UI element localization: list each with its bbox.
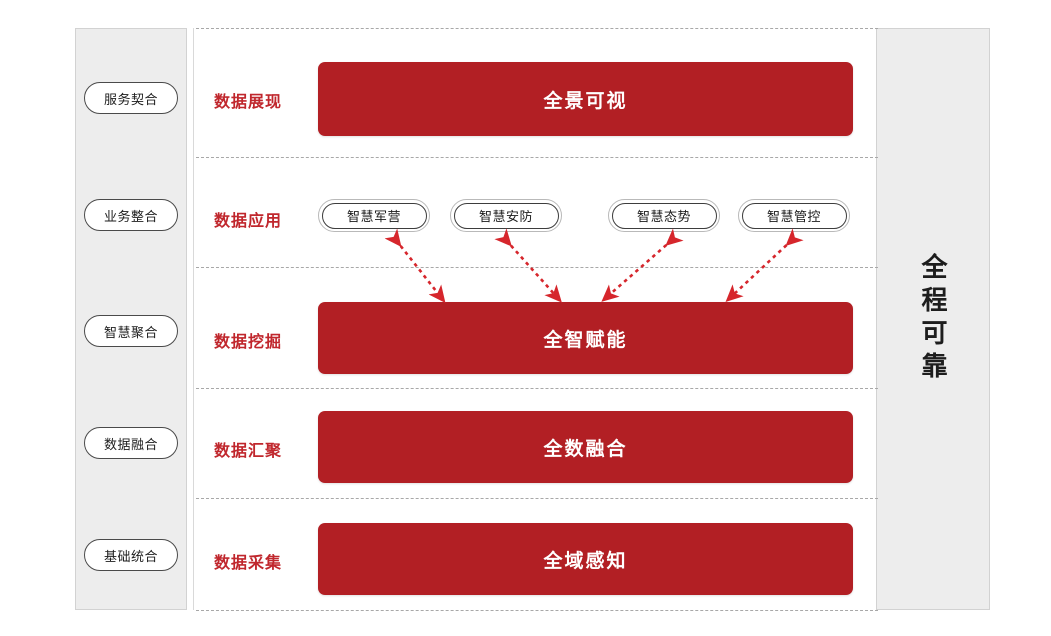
section-separator-0 xyxy=(196,28,878,29)
arrow-link-junying xyxy=(384,228,446,303)
capability-pill-3[interactable]: 数据融合 xyxy=(84,427,178,459)
stage-label-3: 数据汇聚 xyxy=(214,443,283,460)
arrow-link-anfang xyxy=(494,228,562,303)
section-separator-3 xyxy=(196,388,878,389)
red-bar-3[interactable]: 全域感知 xyxy=(318,523,853,595)
reliability-slogan-text: 全程可靠 xyxy=(918,253,948,385)
application-pill-2[interactable]: 智慧态势 xyxy=(608,199,720,232)
capability-pill-label: 基础统合 xyxy=(103,548,158,564)
section-separator-2 xyxy=(196,267,878,268)
application-pill-inner: 智慧态势 xyxy=(611,202,717,229)
capability-pill-label: 业务整合 xyxy=(103,208,158,224)
application-pill-label: 智慧军营 xyxy=(346,209,401,224)
stage-label-2: 数据挖掘 xyxy=(214,334,283,351)
application-pill-3[interactable]: 智慧管控 xyxy=(738,199,850,232)
arrow-link-taishi xyxy=(601,228,684,302)
section-separator-5 xyxy=(196,610,878,611)
red-bar-label: 全智赋能 xyxy=(543,329,628,351)
red-bar-0[interactable]: 全景可视 xyxy=(318,62,853,136)
application-pill-0[interactable]: 智慧军营 xyxy=(318,199,430,232)
inner-vertical-rule xyxy=(193,28,194,610)
reliability-slogan: 全程可靠 xyxy=(876,28,990,610)
capability-pill-4[interactable]: 基础统合 xyxy=(84,539,178,571)
application-pill-label: 智慧安防 xyxy=(478,209,533,224)
right-reliability-panel xyxy=(876,28,990,610)
stage-label-1: 数据应用 xyxy=(214,213,283,230)
red-bar-1[interactable]: 全智赋能 xyxy=(318,302,853,374)
section-separator-4 xyxy=(196,498,878,499)
red-bar-2[interactable]: 全数融合 xyxy=(318,411,853,483)
capability-pill-label: 智慧聚合 xyxy=(103,324,158,340)
capability-pill-2[interactable]: 智慧聚合 xyxy=(84,315,178,347)
capability-pill-label: 服务契合 xyxy=(103,91,158,107)
application-pill-label: 智慧管控 xyxy=(766,209,821,224)
red-bar-label: 全域感知 xyxy=(543,550,628,572)
application-pill-inner: 智慧管控 xyxy=(741,202,847,229)
capability-pill-0[interactable]: 服务契合 xyxy=(84,82,178,114)
section-separator-1 xyxy=(196,157,878,158)
stage-label-0: 数据展现 xyxy=(214,94,283,111)
capability-pill-1[interactable]: 业务整合 xyxy=(84,199,178,231)
application-pill-inner: 智慧安防 xyxy=(453,202,559,229)
red-bar-label: 全数融合 xyxy=(543,438,628,460)
application-pill-1[interactable]: 智慧安防 xyxy=(450,199,562,232)
red-bar-label: 全景可视 xyxy=(543,90,628,112)
stage-label-4: 数据采集 xyxy=(214,555,283,572)
capability-pill-label: 数据融合 xyxy=(103,436,158,452)
application-pill-label: 智慧态势 xyxy=(636,209,691,224)
arrow-link-guankong xyxy=(725,228,804,303)
application-pill-inner: 智慧军营 xyxy=(321,202,427,229)
